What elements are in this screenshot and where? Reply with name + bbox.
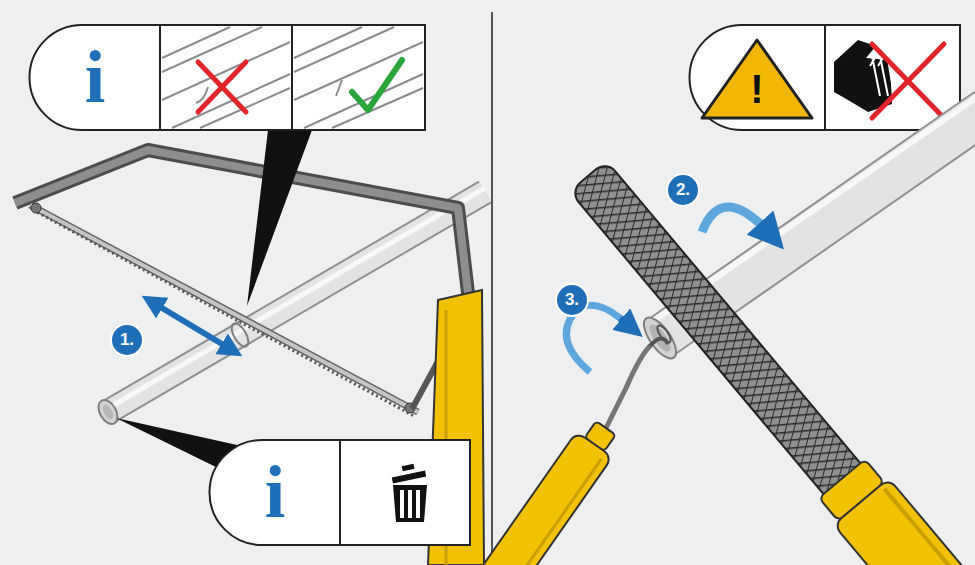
divider [491, 12, 493, 558]
icon-glyph: i [265, 450, 286, 535]
info-icon: i [212, 442, 338, 543]
motion-arrow [152, 302, 232, 350]
callout-number: 3. [555, 283, 589, 317]
info-panel [210, 440, 471, 545]
trash-icon [392, 464, 427, 522]
pipe [95, 188, 485, 427]
callout-number: 3. [565, 290, 579, 310]
callout-number: 1. [120, 330, 134, 350]
icon-glyph: ! [750, 67, 763, 112]
callout-number: 1. [110, 323, 144, 357]
rotation-arrow [620, 318, 632, 328]
info-icon: i [32, 27, 158, 128]
callout-number: 2. [666, 173, 700, 207]
hacksaw [15, 150, 484, 565]
callout-number: 2. [676, 180, 690, 200]
pointer [247, 130, 312, 306]
deburring-tool [468, 338, 668, 565]
rotation-arrow [702, 207, 772, 236]
info-panel [30, 25, 426, 130]
icon-glyph: i [85, 35, 106, 120]
warning-panel [690, 25, 960, 130]
file-tool [560, 153, 975, 565]
warning-triangle: ! [698, 36, 816, 122]
